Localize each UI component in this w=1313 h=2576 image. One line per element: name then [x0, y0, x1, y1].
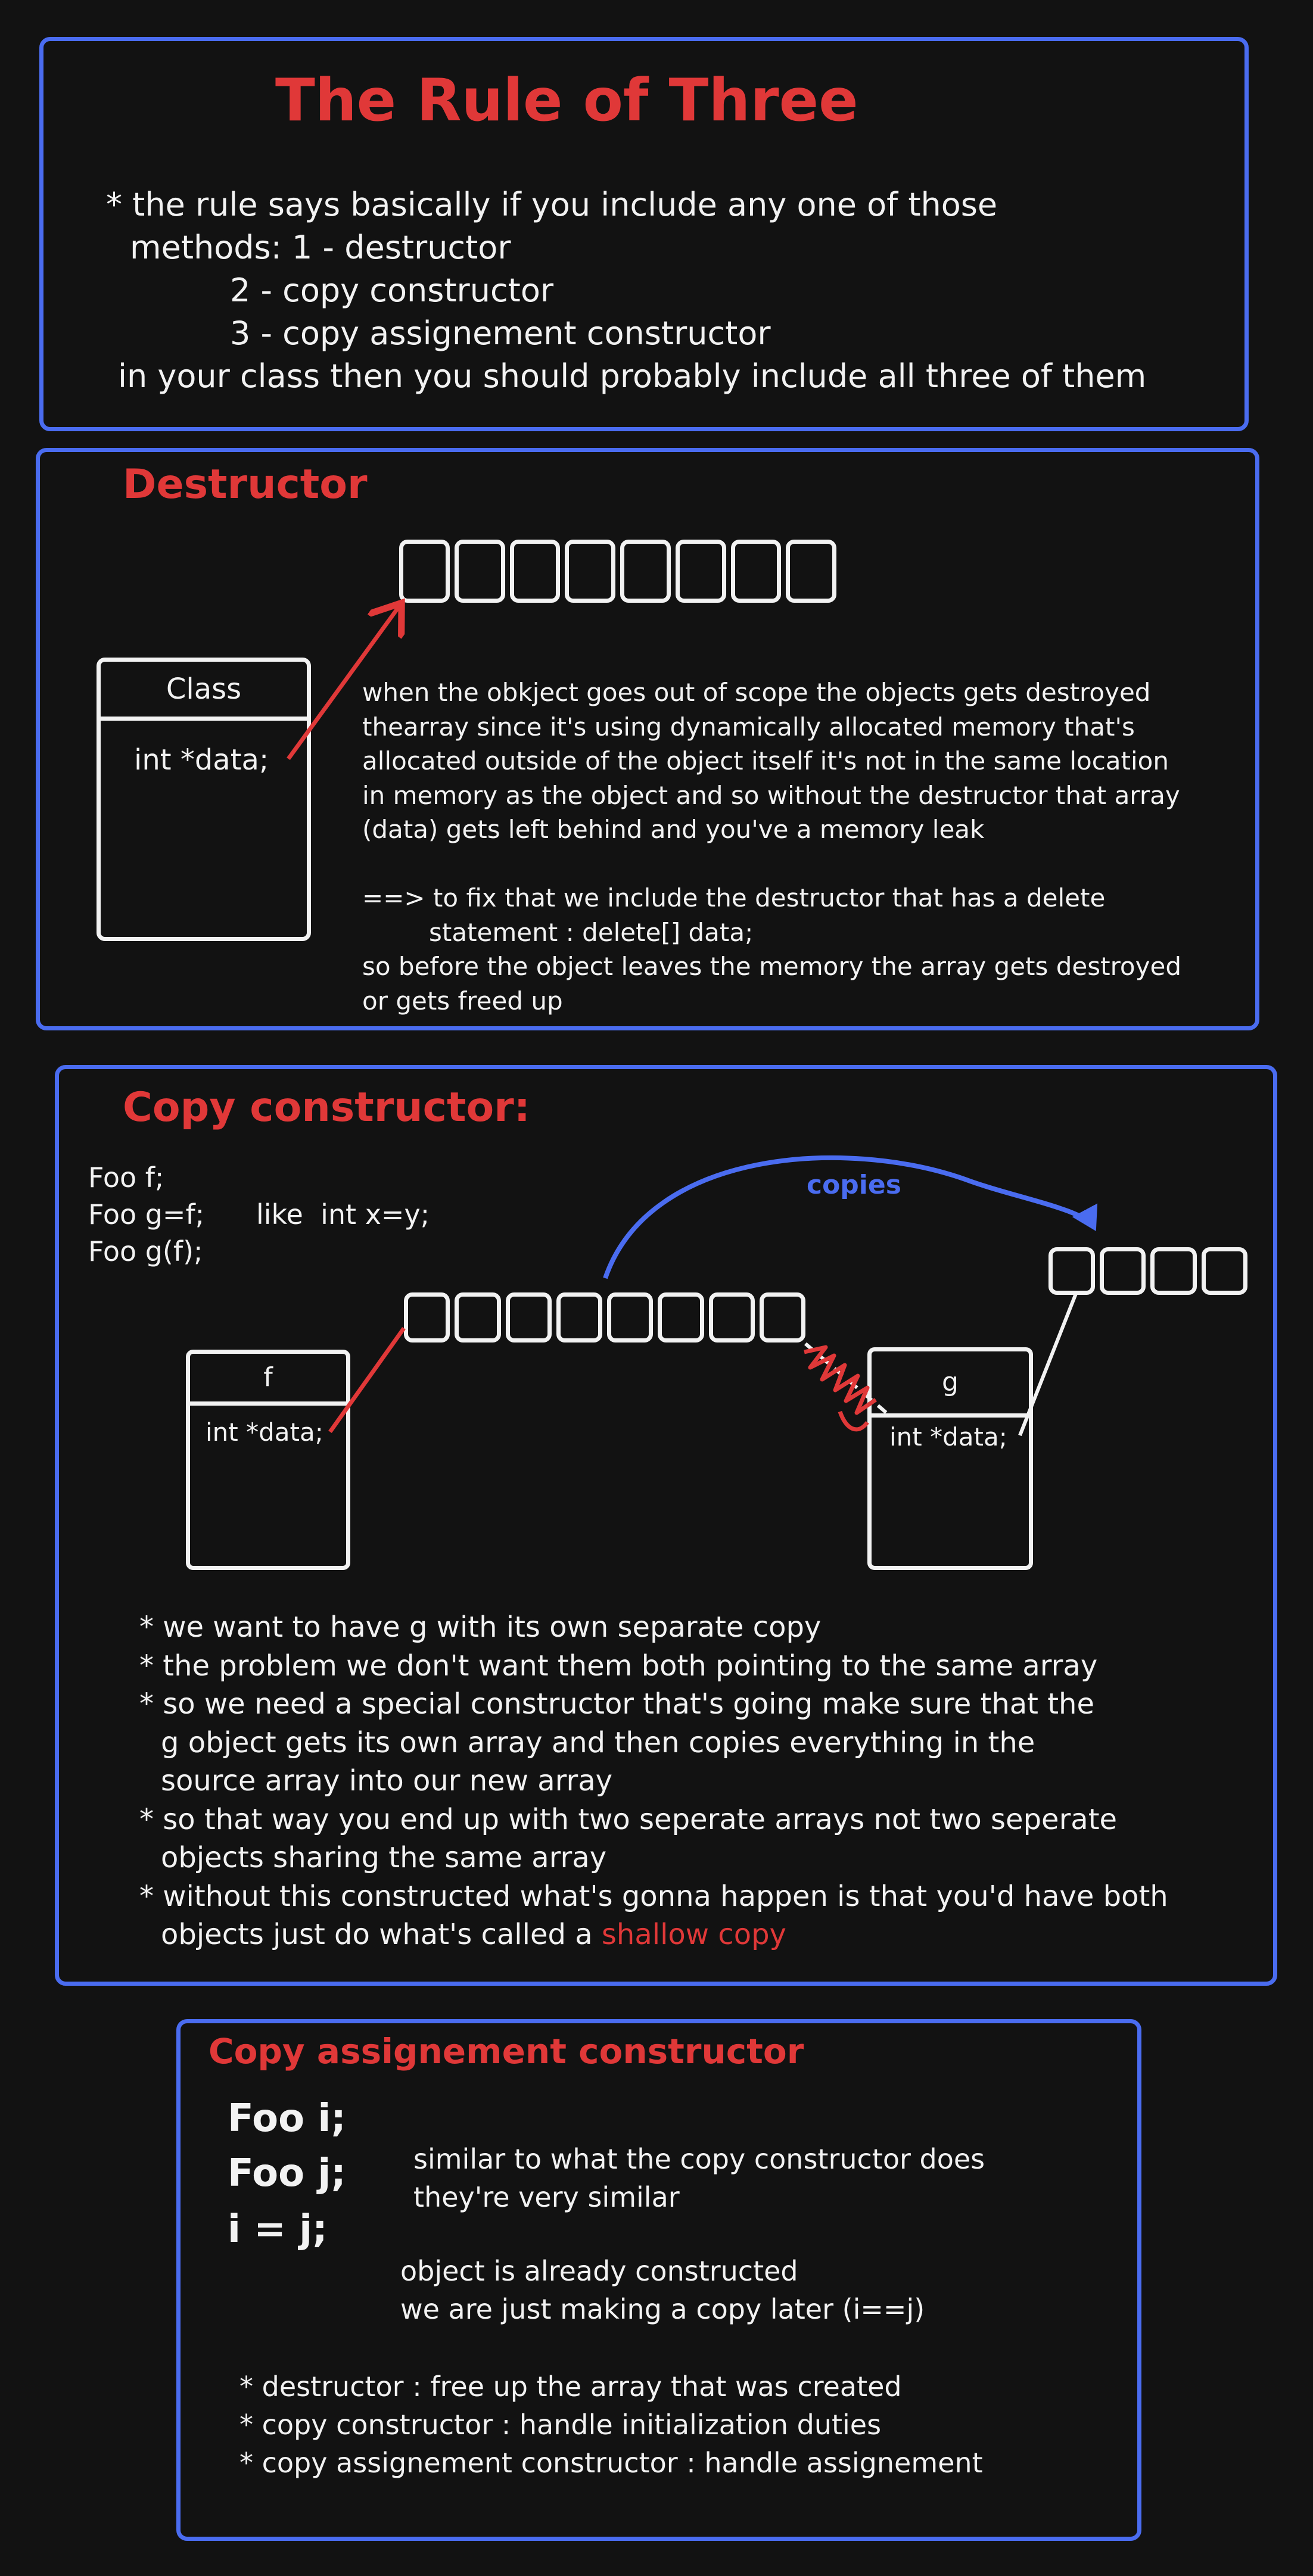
shallow-copy-term: shallow copy: [601, 1918, 786, 1951]
target-array-cell: [1201, 1247, 1247, 1295]
ca-code-3: i = j;: [228, 2207, 328, 2251]
destructor-explanation: when the obkject goes out of scope the o…: [362, 675, 1181, 1018]
ca-note-1a: similar to what the copy constructor doe…: [413, 2143, 985, 2175]
cc-bullet-5: source array into our new array: [161, 1764, 613, 1798]
copy-source-array: [404, 1292, 805, 1342]
copy-assignment-title: Copy assignement constructor: [209, 2031, 804, 2072]
dtor-text-3: allocated outside of the object itself i…: [362, 746, 1169, 775]
destructor-array-cell: [675, 540, 726, 603]
dtor-text-4: in memory as the object and so without t…: [362, 780, 1180, 810]
source-array-cell: [658, 1292, 704, 1342]
copy-constructor-panel: [55, 1065, 1277, 1986]
source-array-cell: [505, 1292, 552, 1342]
ca-bullet-1: * destructor : free up the array that wa…: [239, 2371, 902, 2403]
cc-bullet-3: * so we need a special constructor that'…: [139, 1687, 1095, 1721]
copy-constructor-title: Copy constructor:: [123, 1084, 530, 1131]
class-box-member: int *data;: [134, 743, 269, 777]
dtor-text-9: so before the object leaves the memory t…: [362, 952, 1181, 981]
destructor-array: [399, 540, 836, 603]
ca-note-2b: we are just making a copy later (i==j): [400, 2293, 925, 2325]
dtor-text-2: thearray since it's using dynamically al…: [362, 712, 1135, 742]
target-array-cell: [1150, 1247, 1197, 1295]
source-array-cell: [708, 1292, 755, 1342]
ca-code-2: Foo j;: [228, 2151, 346, 2195]
cc-bullet-1: * we want to have g with its own separat…: [139, 1611, 822, 1644]
ca-bullet-2: * copy constructor : handle initializati…: [239, 2409, 882, 2441]
cc-bullet-9-text: objects just do what's called a: [161, 1918, 602, 1951]
dtor-text-8: statement : delete[] data;: [429, 917, 754, 947]
cc-like-note: like int x=y;: [256, 1198, 430, 1231]
source-array-cell: [556, 1292, 602, 1342]
copy-target-array: [1048, 1247, 1247, 1295]
cc-bullet-6: * so that way you end up with two sepera…: [139, 1802, 1118, 1836]
copy-assignment-panel: [176, 2019, 1141, 2541]
source-array-cell: [455, 1292, 501, 1342]
dtor-text-5: (data) gets left behind and you've a mem…: [362, 815, 985, 844]
dtor-text-1: when the obkject goes out of scope the o…: [362, 678, 1151, 707]
rule-of-three-panel: [39, 37, 1249, 431]
object-box-f: f int *data;: [186, 1350, 350, 1570]
destructor-array-cell: [454, 540, 505, 603]
target-array-cell: [1048, 1247, 1095, 1295]
cc-bullet-8: * without this constructed what's gonna …: [139, 1879, 1168, 1913]
cc-code-1: Foo f;: [88, 1161, 164, 1194]
rule-line-1: * the rule says basically if you include…: [106, 186, 998, 223]
cc-code-3: Foo g(f);: [88, 1235, 203, 1267]
destructor-array-cell: [565, 540, 615, 603]
cc-code-2: Foo g=f;: [88, 1198, 205, 1231]
destructor-array-cell: [786, 540, 836, 603]
rule-line-4: 3 - copy assignement constructor: [230, 314, 771, 352]
cc-bullet-7: objects sharing the same array: [161, 1841, 607, 1874]
destructor-class-box: Class int *data;: [97, 658, 311, 941]
ca-bullet-3: * copy assignement constructor : handle …: [239, 2447, 983, 2479]
rule-line-5: in your class then you should probably i…: [118, 357, 1147, 395]
destructor-panel: [36, 448, 1259, 1030]
box-g-member: int *data;: [889, 1422, 1007, 1451]
class-box-header: Class: [101, 662, 307, 721]
rule-line-2: methods: 1 - destructor: [130, 229, 511, 266]
cc-bullet-2: * the problem we don't want them both po…: [139, 1649, 1098, 1683]
cc-bullet-9: objects just do what's called a shallow …: [139, 1915, 1168, 1954]
source-array-cell: [404, 1292, 450, 1342]
source-array-cell: [759, 1292, 805, 1342]
box-g-header: g: [872, 1351, 1029, 1418]
cc-bullet-4: g object gets its own array and then cop…: [161, 1725, 1035, 1759]
object-box-g: g int *data;: [867, 1347, 1033, 1570]
box-f-header: f: [190, 1354, 346, 1406]
destructor-array-cell: [730, 540, 782, 603]
source-array-cell: [607, 1292, 654, 1342]
copy-constructor-bullets: * we want to have g with its own separat…: [139, 1608, 1168, 1954]
target-array-cell: [1099, 1247, 1146, 1295]
destructor-array-cell: [399, 540, 450, 603]
dtor-text-10: or gets freed up: [362, 986, 563, 1016]
dtor-text-7: ==> to fix that we include the destructo…: [362, 883, 1106, 912]
rule-of-three-title: The Rule of Three: [275, 67, 858, 135]
destructor-title: Destructor: [123, 461, 368, 508]
destructor-array-cell: [620, 540, 671, 603]
ca-note-1b: they're very similar: [413, 2181, 680, 2213]
ca-code-1: Foo i;: [228, 2097, 346, 2141]
rule-line-3: 2 - copy constructor: [230, 272, 554, 309]
ca-note-2a: object is already constructed: [400, 2255, 798, 2287]
copies-label: copies: [807, 1170, 901, 1200]
dtor-text-6: [362, 847, 1181, 881]
destructor-array-cell: [509, 540, 561, 603]
box-f-member: int *data;: [206, 1418, 323, 1447]
